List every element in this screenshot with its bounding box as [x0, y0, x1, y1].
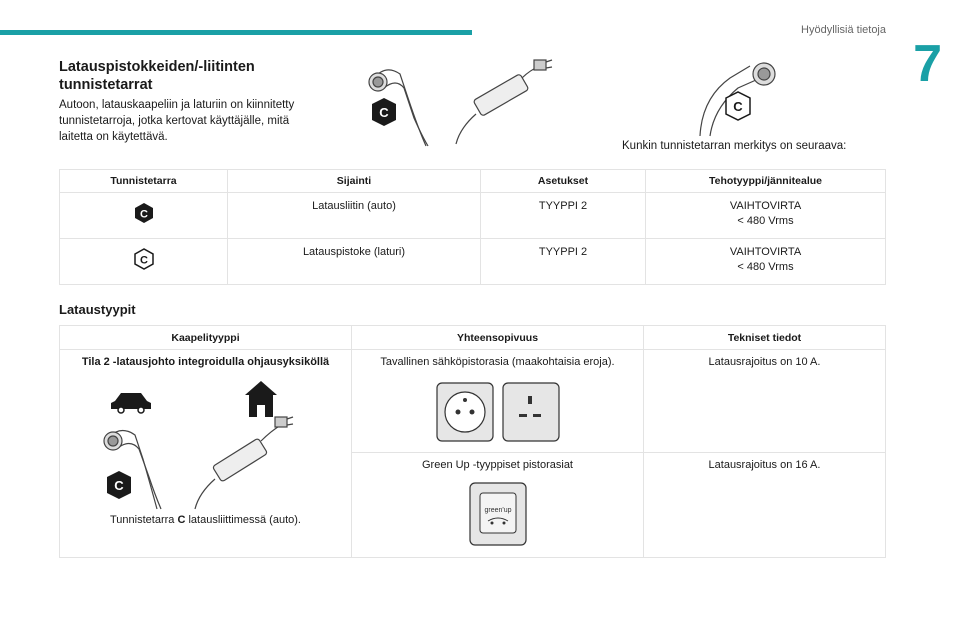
charger-plug-icon — [699, 62, 776, 137]
compat-text: Green Up -tyyppiset pistorasiat — [421, 459, 573, 471]
tag-c-outline-icon: C — [133, 247, 154, 270]
section-intro: Autoon, latauskaapeliin ja laturiin on k… — [59, 99, 295, 143]
tech-cell: Latausrajoitus on 10 A. — [643, 349, 886, 453]
col-header-tag: Tunnistetarra — [59, 169, 228, 193]
table-row: C Latauspistoke (laturi) TYYPPI 2 VAIHTO… — [59, 238, 886, 285]
greenup-socket-illustration: green'up — [468, 482, 527, 546]
vehicle-connector-icon — [103, 429, 162, 510]
compat-cell: Green Up -tyyppiset pistorasiat green'up — [351, 452, 644, 558]
tech-cell: Latausrajoitus on 16 A. — [643, 452, 886, 558]
identification-table: Tunnistetarra Sijainti Asetukset Tehotyy… — [59, 169, 886, 285]
table-header-row: Kaapelityyppi Yhteensopivuus Tekniset ti… — [59, 325, 886, 350]
col-header-power: Tehotyyppi/jännitealue — [645, 169, 886, 193]
caption-letter: C — [177, 514, 186, 526]
setting-cell: TYYPPI 2 — [480, 192, 646, 239]
charging-cable-icon — [194, 416, 294, 510]
table-row: C Latausliitin (auto) TYYPPI 2 VAIHTOVIR… — [59, 192, 886, 239]
chapter-color-bar — [0, 30, 472, 35]
col-header-location: Sijainti — [227, 169, 481, 193]
section-title: Latauspistokkeiden/-liitinten tunnisteta… — [59, 59, 255, 93]
charger-plug-illustration: C — [699, 62, 776, 137]
svg-text:C: C — [140, 208, 148, 220]
house-icon — [245, 381, 277, 417]
power-line-2: < 480 Vrms — [737, 261, 794, 273]
vehicle-connector-icon — [368, 69, 429, 147]
svg-text:C: C — [140, 254, 148, 266]
charging-types-table: Kaapelityyppi Yhteensopivuus Tekniset ti… — [59, 325, 886, 558]
compat-text: Tavallinen sähköpistorasia (maakohtaisia… — [380, 356, 615, 368]
table-header-row: Tunnistetarra Sijainti Asetukset Tehotyy… — [59, 169, 886, 193]
mode2-cable-illustration: C — [103, 381, 294, 510]
table-row: Green Up -tyyppiset pistorasiat green'up… — [60, 452, 886, 558]
power-line-2: < 480 Vrms — [737, 215, 794, 227]
col-header-cable-type: Kaapelityyppi — [59, 325, 352, 350]
car-icon — [111, 393, 151, 414]
col-header-settings: Asetukset — [480, 169, 646, 193]
charging-cable-icon — [455, 59, 553, 145]
power-cell: VAIHTOVIRTA < 480 Vrms — [645, 238, 886, 285]
tag-c-filled-icon: C — [372, 98, 396, 126]
french-socket-icon — [435, 382, 494, 442]
tag-cell: C — [59, 238, 228, 285]
compat-cell: Tavallinen sähköpistorasia (maakohtaisia… — [351, 349, 644, 453]
svg-text:C: C — [733, 99, 743, 114]
household-sockets-illustration — [435, 382, 560, 442]
greenup-label: green'up — [484, 507, 511, 514]
table-row: Tila 2 -latausjohto integroidulla ohjaus… — [59, 349, 886, 558]
caption-post: latausliittimessä (auto). — [188, 514, 301, 526]
power-line-1: VAIHTOVIRTA — [729, 246, 802, 258]
uk-socket-icon — [501, 382, 560, 442]
svg-text:C: C — [379, 105, 389, 120]
connector-and-cable-illustration: C — [368, 59, 553, 147]
power-line-1: VAIHTOVIRTA — [729, 200, 802, 212]
power-cell: VAIHTOVIRTA < 480 Vrms — [645, 192, 886, 239]
cable-type-cell: Tila 2 -latausjohto integroidulla ohjaus… — [59, 349, 352, 558]
meaning-text: Kunkin tunnistetarran merkitys on seuraa… — [622, 140, 847, 152]
chapter-number: 7 — [913, 35, 942, 93]
col-header-tech-data: Tekniset tiedot — [643, 325, 886, 350]
tag-cell: C — [59, 192, 228, 239]
tag-c-outline-icon: C — [725, 91, 751, 121]
tag-c-filled-icon: C — [107, 471, 131, 499]
charging-types-title: Lataustyypit — [59, 302, 136, 317]
svg-text:C: C — [114, 478, 124, 493]
page-header-title: Hyödyllisiä tietoja — [801, 24, 886, 36]
cable-type-label: Tila 2 -latausjohto integroidulla ohjaus… — [81, 356, 330, 368]
location-cell: Latauspistoke (laturi) — [227, 238, 481, 285]
caption-pre: Tunnistetarra — [110, 514, 175, 526]
location-cell: Latausliitin (auto) — [227, 192, 481, 239]
col-header-compatibility: Yhteensopivuus — [351, 325, 644, 350]
tag-c-filled-icon: C — [134, 202, 153, 223]
cable-caption: Tunnistetarra C latausliittimessä (auto)… — [61, 513, 350, 528]
setting-cell: TYYPPI 2 — [480, 238, 646, 285]
